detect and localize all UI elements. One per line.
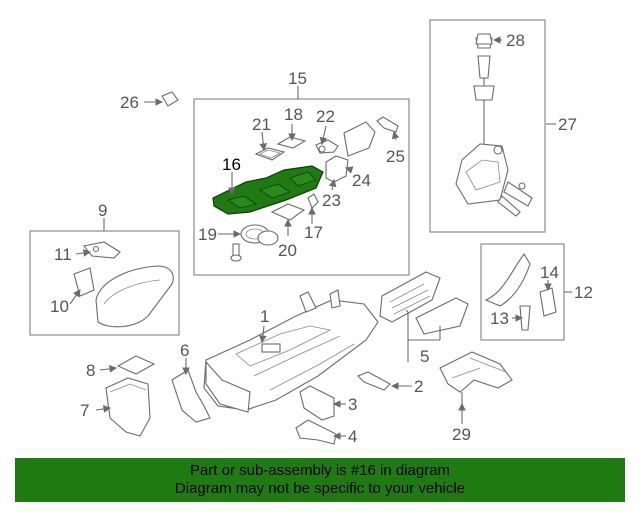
callout-22: 22 bbox=[316, 107, 335, 126]
callout-20: 20 bbox=[278, 241, 297, 260]
banner-line-2: Diagram may not be specific to your vehi… bbox=[174, 480, 466, 497]
part-9-armrest[interactable] bbox=[95, 265, 174, 328]
callout-2: 2 bbox=[414, 377, 423, 396]
callout-10: 10 bbox=[50, 297, 69, 316]
part-16-console-tray[interactable] bbox=[212, 165, 324, 215]
callout-21: 21 bbox=[252, 115, 271, 134]
info-banner: Part or sub-assembly is #16 in diagram D… bbox=[15, 458, 625, 502]
banner-line-1: Part or sub-assembly is #16 in diagram bbox=[189, 462, 451, 479]
part-19-cup-holder[interactable] bbox=[240, 224, 279, 246]
part-12-side-trim[interactable] bbox=[484, 253, 557, 331]
part-28-knob[interactable] bbox=[475, 33, 493, 45]
callout-24: 24 bbox=[352, 171, 371, 190]
part-10-latch[interactable] bbox=[73, 267, 95, 297]
callout-4: 4 bbox=[348, 427, 357, 446]
part-2-bracket[interactable] bbox=[357, 371, 391, 391]
part-screw-15 bbox=[230, 243, 242, 262]
part-25-bracket[interactable] bbox=[376, 116, 399, 133]
part-7-box[interactable] bbox=[105, 377, 151, 437]
callout-23: 23 bbox=[322, 191, 341, 210]
part-1-console[interactable] bbox=[203, 289, 379, 413]
callout-7: 7 bbox=[80, 401, 89, 420]
callout-16: 16 bbox=[222, 155, 241, 174]
callout-9: 9 bbox=[98, 201, 107, 220]
callout-8: 8 bbox=[86, 361, 95, 380]
part-29-lever[interactable] bbox=[439, 351, 513, 404]
callout-12: 12 bbox=[574, 283, 593, 302]
callout-13: 13 bbox=[490, 309, 509, 328]
callout-17: 17 bbox=[304, 223, 323, 242]
part-24-cover[interactable] bbox=[343, 121, 376, 157]
callout-18: 18 bbox=[284, 105, 303, 124]
part-5-panels[interactable] bbox=[379, 271, 469, 335]
callout-14: 14 bbox=[540, 263, 559, 282]
callout-6: 6 bbox=[180, 341, 189, 360]
callout-11: 11 bbox=[54, 245, 72, 264]
part-26-clip[interactable] bbox=[161, 91, 179, 107]
callout-28: 28 bbox=[506, 31, 525, 50]
callout-19: 19 bbox=[198, 225, 217, 244]
callout-5: 5 bbox=[420, 347, 429, 366]
part-3-bracket[interactable] bbox=[299, 385, 335, 421]
leader-lines bbox=[69, 36, 572, 440]
callout-27: 27 bbox=[558, 115, 577, 134]
callout-15: 15 bbox=[288, 69, 307, 88]
part-20-pad[interactable] bbox=[270, 203, 306, 221]
callout-29: 29 bbox=[452, 425, 471, 444]
callout-25: 25 bbox=[386, 147, 405, 166]
callout-labels: 1 2 3 4 5 6 7 8 9 10 11 12 13 14 15 16 1… bbox=[50, 31, 593, 446]
callout-26: 26 bbox=[120, 93, 139, 112]
callout-1: 1 bbox=[260, 307, 269, 326]
part-4-bracket[interactable] bbox=[295, 419, 337, 445]
part-18-mat[interactable] bbox=[276, 136, 307, 149]
part-8-pad[interactable] bbox=[116, 355, 156, 375]
part-23-holder[interactable] bbox=[325, 155, 349, 183]
callout-3: 3 bbox=[348, 395, 357, 414]
part-17-clip[interactable] bbox=[307, 193, 319, 209]
